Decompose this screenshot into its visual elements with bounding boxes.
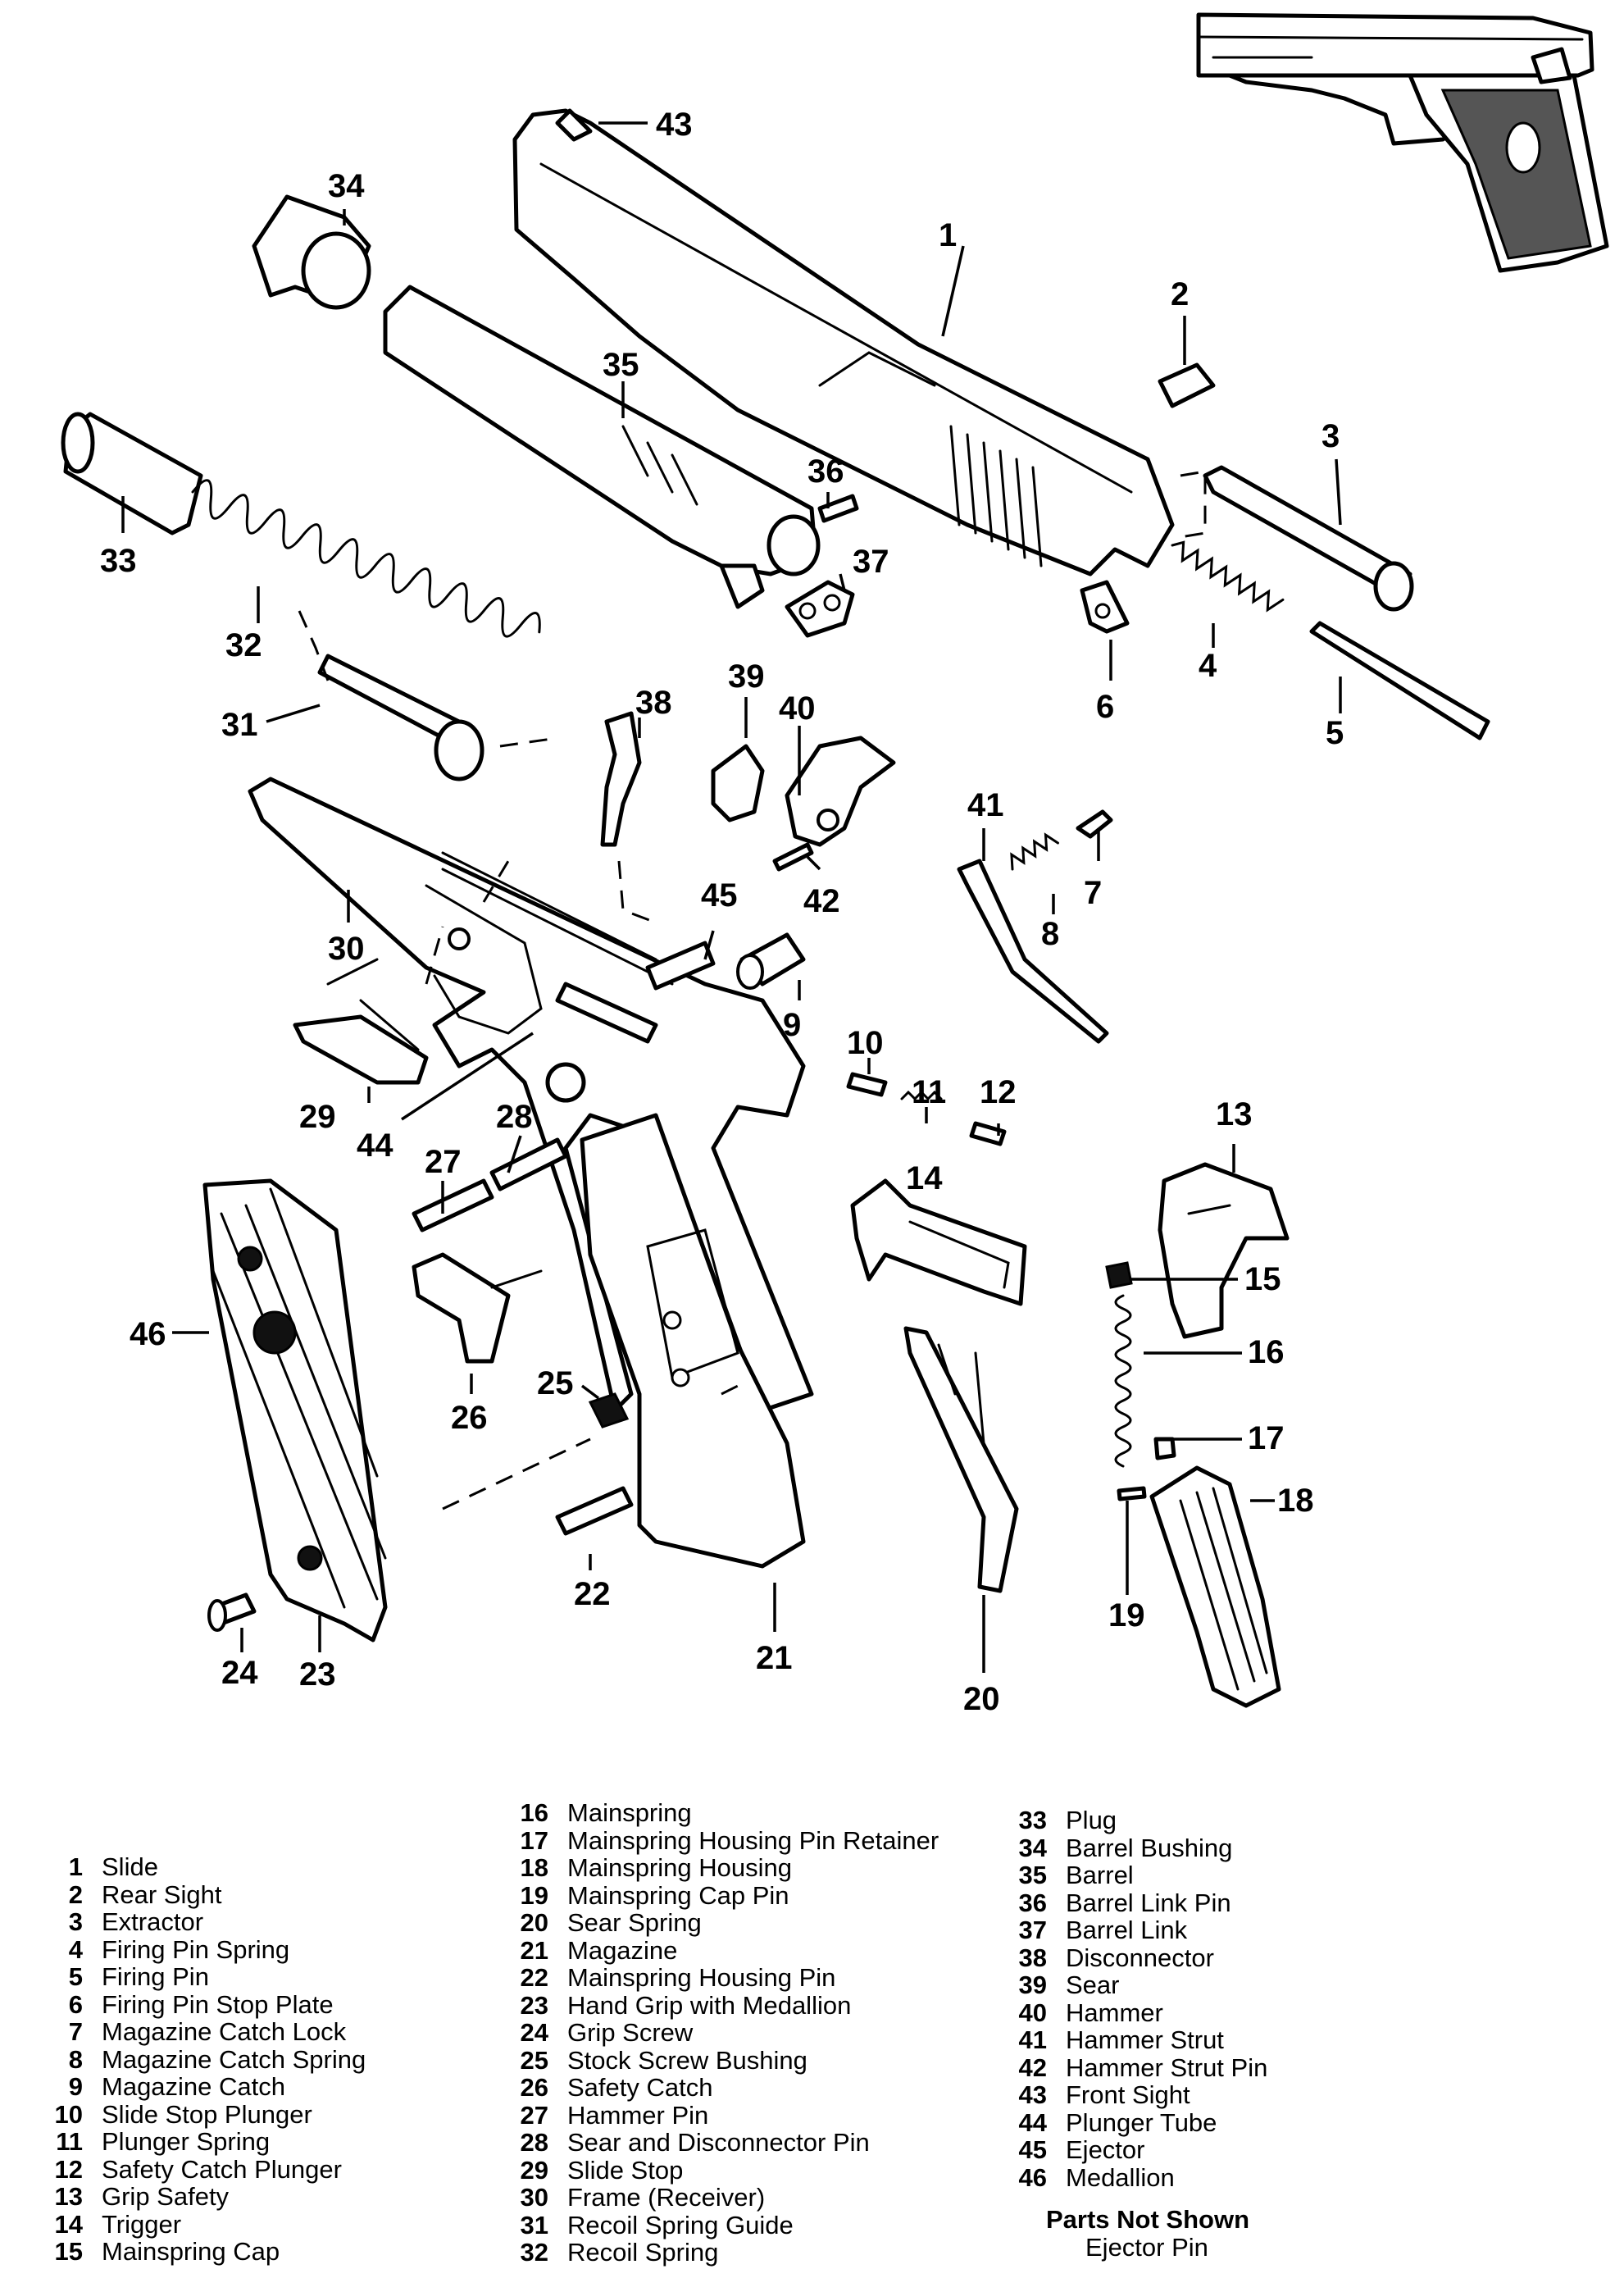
callout-31: 31 [221,707,258,743]
grip-safety-part [1158,1162,1290,1339]
firing-pin-spring-part [1171,540,1285,613]
frame-part [248,777,814,1413]
callout-14: 14 [906,1160,943,1196]
hand-grip-part [202,1178,388,1643]
mainspring-part [1114,1294,1132,1468]
callout-29: 29 [299,1099,336,1135]
barrel-link-part [785,580,855,638]
callout-37: 37 [853,544,889,580]
slide-stop-part [293,958,429,1085]
callout-7: 7 [1084,875,1102,911]
barrel-link-pin-part [817,494,859,523]
callout-1: 1 [939,217,957,253]
callout-labels: 1 2 3 4 5 6 7 8 9 10 11 12 13 14 15 16 1… [100,107,1344,1717]
callout-27: 27 [425,1144,462,1180]
callout-34: 34 [328,168,365,204]
disconnector-part [600,711,642,847]
trigger-part [850,1178,1027,1306]
callout-38: 38 [635,685,672,721]
recoil-spring-part [191,479,541,638]
ejector-part [645,941,716,991]
magazine-catch-spring-part [1010,832,1059,871]
callout-32: 32 [225,627,262,663]
hammer-part [785,736,896,847]
callout-19: 19 [1108,1597,1145,1633]
firing-pin-part [1309,621,1490,740]
mainspring-housing-pin-retainer-part [1153,1437,1176,1460]
callout-2: 2 [1171,276,1189,312]
slide-part [512,108,1175,576]
callout-41: 41 [967,787,1004,823]
callout-28: 28 [496,1099,533,1135]
plug-part [61,412,203,535]
callout-21: 21 [756,1640,793,1676]
slide-stop-plunger-part [846,1072,888,1097]
callout-23: 23 [299,1656,336,1693]
extractor-part [1203,465,1414,612]
firing-pin-stop-plate-part [1080,580,1130,634]
callout-13: 13 [1216,1096,1253,1132]
safety-catch-plunger-part [969,1121,1007,1146]
callout-42: 42 [803,883,840,919]
stock-screw-bushing-part [588,1392,630,1428]
callout-39: 39 [728,658,765,695]
magazine-part [580,1113,806,1569]
mainspring-housing-part [1149,1465,1281,1708]
mainspring-cap-part [1105,1261,1133,1289]
plunger-spring-part [900,1090,943,1101]
recoil-spring-guide-part [317,654,484,781]
callout-4: 4 [1199,648,1217,684]
callout-11: 11 [912,1074,946,1110]
hammer-strut-part [957,859,1109,1044]
callout-35: 35 [603,347,639,383]
callout-25: 25 [537,1365,574,1401]
callout-36: 36 [807,453,844,490]
plunger-tube-part [555,982,658,1044]
barrel-bushing-part [252,194,371,310]
hammer-pin-part [412,1178,494,1232]
rear-sight-part [1158,362,1216,408]
callout-33: 33 [100,543,137,579]
callout-9: 9 [783,1007,801,1043]
magazine-catch-part [736,932,806,990]
hammer-strut-pin-part [772,842,814,872]
callout-12: 12 [980,1074,1017,1110]
callout-10: 10 [847,1025,884,1061]
callout-43: 43 [656,107,693,143]
sear-part [711,744,765,822]
callout-26: 26 [451,1400,488,1436]
leader-lines [121,121,1342,1673]
callout-44: 44 [357,1128,393,1164]
callout-5: 5 [1326,715,1344,751]
callout-18: 18 [1277,1483,1314,1519]
assembly-guide-lines [298,470,1207,1510]
magazine-catch-lock-part [1076,809,1113,839]
mainspring-housing-pin-part [555,1486,634,1536]
callout-16: 16 [1248,1334,1285,1370]
assembled-pistol-illustration [1196,12,1609,273]
grip-screw-part [207,1592,257,1632]
safety-catch-part [412,1252,543,1364]
callout-46: 46 [130,1316,166,1352]
callout-45: 45 [701,877,738,914]
callout-15: 15 [1244,1261,1281,1297]
callout-3: 3 [1321,418,1340,454]
sear-and-disconnector-pin-part [489,1137,568,1191]
callout-24: 24 [221,1655,258,1691]
callout-17: 17 [1248,1420,1285,1456]
mainspring-cap-pin-part [1117,1486,1147,1501]
callout-40: 40 [779,690,816,727]
callout-20: 20 [963,1681,1000,1717]
callout-22: 22 [574,1576,611,1612]
callout-30: 30 [328,931,365,967]
barrel-part [383,285,821,609]
callout-6: 6 [1096,689,1114,725]
sear-spring-part [903,1326,1019,1593]
callout-8: 8 [1041,916,1059,952]
